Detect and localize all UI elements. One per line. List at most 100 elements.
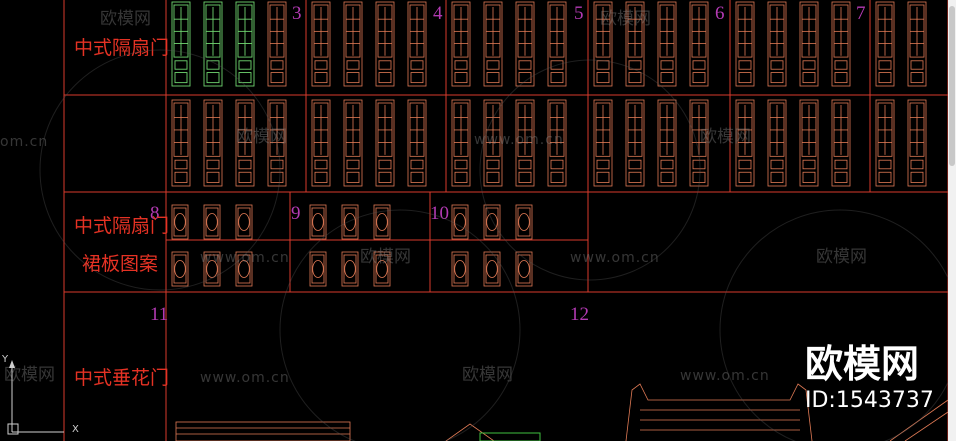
skirt-panel-drawing — [515, 251, 533, 287]
door-panel-drawing — [735, 1, 755, 87]
section-number: 7 — [856, 3, 866, 24]
door-panel-drawing — [735, 99, 755, 187]
skirt-panel-drawing — [483, 251, 501, 287]
door-panel-drawing — [407, 99, 427, 187]
door-panel-drawing — [515, 99, 535, 187]
door-panel-drawing — [375, 1, 395, 87]
door-panel-drawing — [483, 1, 503, 87]
door-panel-drawing — [203, 1, 223, 87]
skirt-panel-drawing — [451, 251, 469, 287]
gate-elevations — [175, 383, 949, 441]
section-number: 5 — [574, 3, 584, 24]
door-panel-drawing — [451, 1, 471, 87]
section-number: 11 — [150, 304, 168, 325]
door-panel-drawing — [343, 1, 363, 87]
skirt-panel-drawing — [515, 204, 533, 240]
section-number: 6 — [715, 3, 725, 24]
skirt-panel-drawing — [373, 204, 391, 240]
door-panel-drawing — [235, 1, 255, 87]
watermark-url: www.om.cn — [200, 370, 290, 386]
door-panel-drawing — [235, 99, 255, 187]
door-panel-drawing — [689, 1, 709, 87]
skirt-panel-drawing — [203, 204, 221, 240]
door-panel-drawing — [171, 1, 191, 87]
door-panel-drawing — [799, 1, 819, 87]
row-labels: 中式隔扇门 中式隔扇门 裙板图案 中式垂花门 — [74, 37, 169, 389]
skirt-panel-drawing — [451, 204, 469, 240]
door-panel-drawing — [799, 99, 819, 187]
door-panel-drawing — [593, 99, 613, 187]
door-panel-drawing — [657, 1, 677, 87]
door-panel-drawing — [547, 99, 567, 187]
watermark-url: om.cn — [0, 134, 48, 150]
door-panel-drawing — [515, 1, 535, 87]
door-panel-drawing — [767, 1, 787, 87]
skirt-panel-drawing — [235, 204, 253, 240]
watermark-brand: 欧模网 — [360, 247, 411, 267]
watermark-url: www.om.cn — [200, 250, 290, 266]
brand-overlay: 欧模网 ID:1543737 — [805, 342, 934, 413]
ucs-y-label: Y — [1, 354, 9, 365]
watermark-brand: 欧模网 — [100, 9, 151, 29]
door-drawings — [171, 1, 927, 287]
skirt-panel-drawing — [341, 251, 359, 287]
brand-id-text: ID:1543737 — [805, 388, 934, 413]
section-numbers: 3 4 5 6 7 8 9 10 11 12 — [150, 3, 866, 325]
watermark-brand: 欧模网 — [462, 365, 513, 385]
section-number: 4 — [433, 3, 443, 24]
watermark-circles — [39, 49, 956, 441]
watermark-url: www.om.cn — [680, 368, 770, 384]
skirt-panel-drawing — [373, 251, 391, 287]
ucs-icon: Y X — [1, 354, 79, 435]
door-panel-drawing — [203, 99, 223, 187]
watermark-url: www.om.cn — [474, 132, 564, 148]
door-panel-drawing — [657, 99, 677, 187]
watermarks: om.cn www.om.cn www.om.cn www.om.cn www.… — [0, 9, 956, 386]
door-panel-drawing — [267, 1, 287, 87]
row-label-partition-door: 中式隔扇门 — [74, 37, 169, 59]
door-panel-drawing — [593, 1, 613, 87]
skirt-panel-drawing — [341, 204, 359, 240]
skirt-panel-drawing — [203, 251, 221, 287]
section-number: 3 — [292, 3, 302, 24]
scrollbar-thumb[interactable] — [949, 6, 955, 166]
door-panel-drawing — [343, 99, 363, 187]
watermark-brand: 欧模网 — [236, 127, 287, 147]
door-panel-drawing — [767, 99, 787, 187]
watermark-brand: 欧模网 — [816, 247, 867, 267]
door-panel-drawing — [875, 99, 895, 187]
section-number: 12 — [570, 304, 589, 325]
door-panel-drawing — [625, 1, 645, 87]
skirt-panel-drawing — [171, 251, 189, 287]
watermark-brand: 欧模网 — [600, 9, 651, 29]
row-label-hanging-flower-gate: 中式垂花门 — [74, 367, 169, 389]
door-panel-drawing — [625, 99, 645, 187]
ucs-x-label: X — [72, 424, 79, 435]
door-panel-drawing — [267, 99, 287, 187]
door-panel-drawing — [831, 99, 851, 187]
door-panel-drawing — [311, 99, 331, 187]
row-label-partition-door-2: 中式隔扇门 — [74, 215, 169, 237]
vertical-scrollbar[interactable] — [948, 0, 956, 441]
door-panel-drawing — [907, 99, 927, 187]
watermark-brand: 欧模网 — [700, 127, 751, 147]
section-number: 10 — [430, 203, 449, 224]
door-panel-drawing — [407, 1, 427, 87]
section-number: 9 — [291, 203, 301, 224]
brand-logo-text: 欧模网 — [805, 342, 919, 386]
row-label-skirt-panel: 裙板图案 — [82, 253, 158, 275]
section-number: 8 — [150, 203, 160, 224]
skirt-panel-drawing — [309, 204, 327, 240]
door-panel-drawing — [483, 99, 503, 187]
watermark-brand: 欧模网 — [4, 365, 55, 385]
door-panel-drawing — [907, 1, 927, 87]
door-panel-drawing — [451, 99, 471, 187]
door-panel-drawing — [547, 1, 567, 87]
door-panel-drawing — [689, 99, 709, 187]
skirt-panel-drawing — [235, 251, 253, 287]
door-panel-drawing — [311, 1, 331, 87]
door-panel-drawing — [875, 1, 895, 87]
skirt-panel-drawing — [309, 251, 327, 287]
